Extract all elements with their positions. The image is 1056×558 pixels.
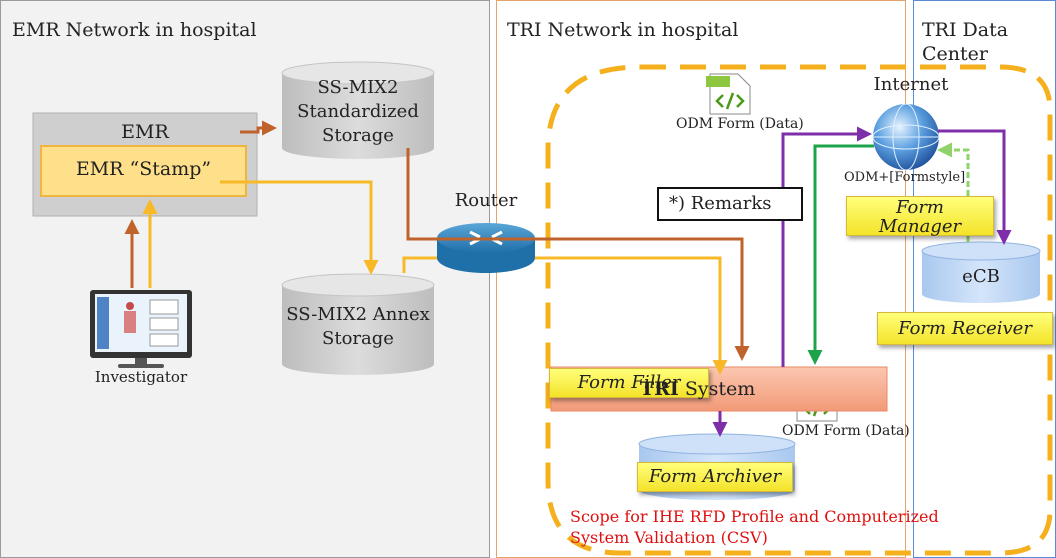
remarks-box: *) Remarks	[657, 187, 803, 221]
tri-system-label-rest: System	[678, 378, 756, 400]
purple-arrow-internet-to-ecb	[938, 129, 1012, 245]
ecb-storage-icon	[921, 241, 1041, 303]
scope-caption-line1: Scope for IHE RFD Profile and Computeriz…	[570, 507, 939, 526]
investigator-label: Investigator	[94, 368, 188, 386]
form-archiver-box: Form Archiver	[637, 462, 793, 492]
tri-system-label: TRI System	[640, 378, 755, 400]
yellow-arrow-router-to-filler	[535, 256, 728, 375]
emr-stamp-label: EMR “Stamp”	[75, 158, 212, 180]
router-icon	[437, 223, 535, 273]
yellow-arrow-stamp-to-annex	[220, 180, 379, 275]
orange-arrow-emr-to-storage	[240, 120, 277, 136]
xml-file-icon-top	[706, 73, 751, 115]
form-filler-box: Form Filler	[549, 368, 709, 398]
green-arrow-internet-to-tri	[807, 144, 874, 365]
odm-form-bottom-label: ODM Form (Data)	[782, 423, 910, 439]
tri-datacenter-title-line1: TRI Data	[922, 19, 1009, 41]
form-receiver-box: Form Receiver	[877, 312, 1053, 345]
yellow-arrow-annex-to-router	[402, 256, 437, 273]
odm-formstyle-label: ODM+[Formstyle]	[844, 170, 966, 185]
emr-stamp-box	[40, 145, 247, 197]
ecb-label: eCB	[962, 266, 1000, 287]
odm-form-top-label: ODM Form (Data)	[676, 116, 804, 132]
ss-mix2-standardized-storage-icon	[281, 61, 435, 159]
purple-arrow-tri-to-internet	[781, 126, 872, 367]
scope-caption-line2: System Validation (CSV)	[570, 528, 768, 547]
emr-network-title: EMR Network in hospital	[12, 19, 257, 41]
internet-label: Internet	[873, 74, 949, 95]
internet-globe-icon	[872, 103, 940, 171]
standardized-storage-label-2: Standardized	[297, 101, 419, 122]
scope-boundary	[545, 64, 1053, 556]
ss-mix2-annex-storage-icon	[281, 273, 435, 375]
tri-system-label-bold: TRI	[640, 378, 679, 400]
form-manager-box: Form Manager	[846, 196, 994, 236]
standardized-storage-label-3: Storage	[322, 125, 394, 146]
annex-storage-label-1: SS-MIX2 Annex	[286, 304, 430, 325]
lightgreen-arrow-manager-to-internet	[937, 142, 970, 196]
tri-network-title: TRI Network in hospital	[507, 19, 739, 41]
form-manager-label-2: Manager	[878, 216, 962, 237]
router-label: Router	[454, 190, 518, 211]
orange-arrow-storage-to-tri	[406, 148, 750, 361]
annex-storage-label-2: Storage	[322, 328, 394, 349]
tri-datacenter-title-line2: Center	[922, 43, 988, 65]
standardized-storage-label-1: SS-MIX2	[317, 77, 399, 98]
investigator-icon	[90, 290, 192, 368]
emr-label: EMR	[121, 121, 169, 143]
form-manager-label-1: Form	[895, 197, 944, 218]
